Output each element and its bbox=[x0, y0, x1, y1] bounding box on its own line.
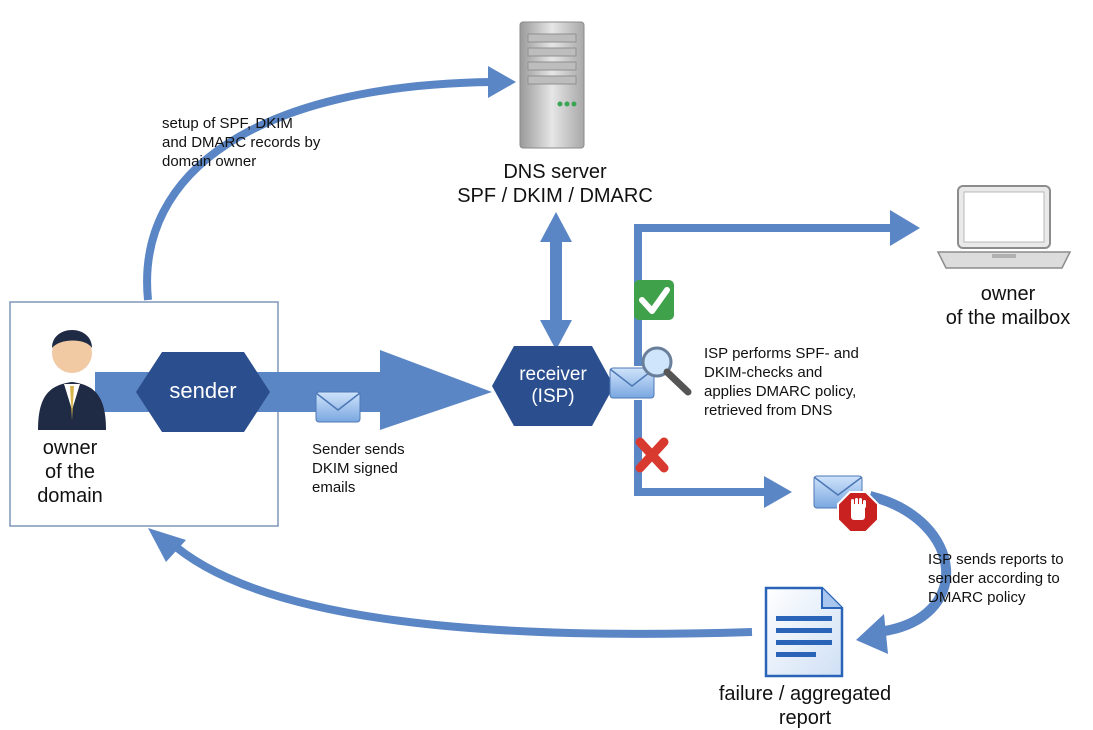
receiver-hexagon bbox=[492, 346, 614, 426]
sender-note: Sender sends DKIM signed emails bbox=[312, 440, 405, 497]
domain-owner-label: owner of the domain bbox=[20, 436, 120, 508]
dns-label: DNS server SPF / DKIM / DMARC bbox=[430, 160, 680, 208]
setup-arrow bbox=[143, 66, 516, 301]
receiver-note-line: applies DMARC policy, bbox=[704, 383, 857, 400]
businessman-icon bbox=[38, 330, 106, 430]
document-icon bbox=[764, 586, 844, 678]
domain-owner-line: of the bbox=[44, 461, 96, 483]
magnifier-icon bbox=[641, 346, 692, 396]
sender-flow-arrow bbox=[380, 350, 492, 430]
setup-note: setup of SPF, DKIM and DMARC records by … bbox=[162, 114, 320, 171]
receiver-label-line: (ISP) bbox=[531, 386, 575, 407]
laptop-icon bbox=[936, 185, 1072, 269]
report-note-line: DMARC policy bbox=[928, 589, 1026, 606]
domain-owner-line: owner bbox=[42, 437, 98, 459]
report-curve-arrow bbox=[856, 491, 951, 654]
mailbox-owner-line: of the mailbox bbox=[945, 307, 1071, 329]
mailbox-owner-label: owner of the mailbox bbox=[928, 282, 1088, 330]
pass-path-arrow bbox=[634, 210, 920, 366]
report-note-line: ISP sends reports to bbox=[928, 551, 1064, 568]
dns-receiver-arrow bbox=[540, 212, 572, 350]
receiver-label: receiver (ISP) bbox=[492, 364, 614, 408]
envelope-icon bbox=[315, 391, 361, 423]
cross-icon bbox=[635, 437, 669, 473]
sender-note-line: Sender sends bbox=[312, 441, 405, 458]
setup-note-line: and DMARC records by bbox=[162, 134, 321, 151]
setup-note-line: domain owner bbox=[162, 153, 257, 170]
receiver-note-line: ISP performs SPF- and bbox=[704, 345, 859, 362]
report-label-line: report bbox=[778, 707, 832, 729]
receiver-label-line: receiver bbox=[519, 364, 587, 385]
report-back-arrow bbox=[148, 528, 753, 638]
report-note: ISP sends reports to sender according to… bbox=[928, 550, 1064, 607]
sender-hexagon bbox=[136, 352, 270, 432]
sender-note-line: DKIM signed bbox=[312, 460, 398, 477]
domain-owner-line: domain bbox=[37, 485, 103, 507]
report-note-line: sender according to bbox=[928, 570, 1060, 587]
check-icon bbox=[634, 280, 674, 320]
dns-title: DNS server bbox=[503, 161, 607, 183]
server-icon bbox=[519, 21, 585, 149]
sender-label: sender bbox=[169, 378, 237, 403]
dns-subtitle: SPF / DKIM / DMARC bbox=[457, 185, 653, 207]
report-label-line: failure / aggregated bbox=[718, 683, 892, 705]
mailbox-owner-line: owner bbox=[980, 283, 1036, 305]
receiver-note: ISP performs SPF- and DKIM-checks and ap… bbox=[704, 344, 859, 420]
receiver-envelope-icon bbox=[609, 367, 655, 399]
report-label: failure / aggregated report bbox=[690, 682, 920, 730]
sender-note-line: emails bbox=[312, 479, 356, 496]
receiver-note-line: retrieved from DNS bbox=[704, 402, 833, 419]
fail-path-arrow bbox=[634, 400, 792, 508]
setup-note-line: setup of SPF, DKIM bbox=[162, 115, 293, 132]
receiver-note-line: DKIM-checks and bbox=[704, 364, 823, 381]
stop-hand-icon bbox=[837, 491, 879, 533]
